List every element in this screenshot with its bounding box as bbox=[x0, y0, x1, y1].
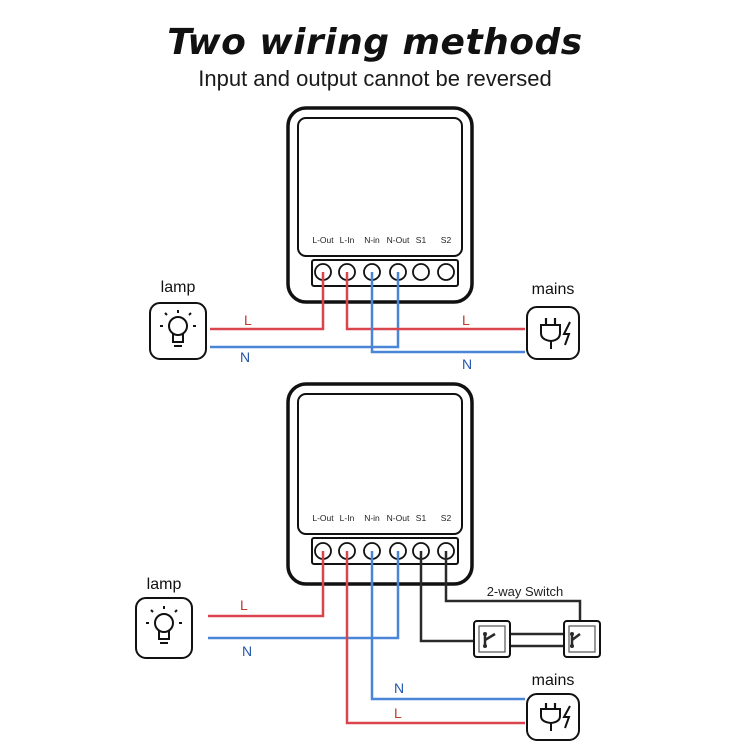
lightbulb-icon bbox=[149, 302, 207, 360]
mains-label: mains bbox=[532, 281, 575, 298]
smart-switch-module-1: L-Out L-In N-in N-Out S1 S2 bbox=[286, 106, 474, 304]
wire-lamp-neutral bbox=[208, 551, 400, 640]
terminal-s1 bbox=[412, 263, 430, 281]
terminal-label-n-in: N-in bbox=[364, 513, 380, 523]
terminal-label-s1: S1 bbox=[416, 513, 427, 523]
lamp-label: lamp bbox=[147, 576, 182, 593]
page-subtitle: Input and output cannot be reversed bbox=[198, 66, 552, 91]
wire-s2-switch bbox=[444, 551, 582, 634]
wire-lamp-neutral bbox=[210, 272, 400, 349]
smart-switch-module-2: L-Out L-In N-in N-Out S1 S2 bbox=[286, 382, 474, 586]
plug-icon bbox=[526, 306, 580, 360]
two-way-switch-label: 2-way Switch bbox=[487, 584, 564, 599]
diagram-2: L-Out L-In N-in N-Out S1 S2 bbox=[135, 382, 601, 741]
two-way-switch-right bbox=[563, 620, 601, 658]
wire-mains-neutral bbox=[370, 551, 525, 701]
label-mains-live: L bbox=[394, 705, 402, 721]
wire-mains-neutral bbox=[370, 272, 525, 354]
terminal-label-n-out: N-Out bbox=[387, 235, 410, 245]
lamp-label: lamp bbox=[161, 279, 196, 296]
terminal-label-s2: S2 bbox=[441, 235, 452, 245]
terminal-label-l-in: L-In bbox=[340, 513, 355, 523]
terminal-s2 bbox=[437, 263, 455, 281]
wire-lamp-live bbox=[210, 272, 325, 331]
plug-icon bbox=[526, 693, 580, 741]
label-mains-neutral: N bbox=[394, 680, 404, 696]
wire-mains-live bbox=[345, 551, 525, 725]
terminal-label-s2: S2 bbox=[441, 513, 452, 523]
terminal-label-n-in: N-in bbox=[364, 235, 380, 245]
label-lamp-live: L bbox=[244, 312, 252, 328]
wire-lamp-live bbox=[208, 551, 325, 618]
terminal-label-l-in: L-In bbox=[340, 235, 355, 245]
two-way-switch-left bbox=[473, 620, 511, 658]
label-lamp-live: L bbox=[240, 597, 248, 613]
terminal-label-s1: S1 bbox=[416, 235, 427, 245]
page-title: Two wiring methods bbox=[167, 22, 583, 63]
mains-label: mains bbox=[532, 672, 575, 689]
label-mains-live: L bbox=[462, 312, 470, 328]
terminal-label-l-out: L-Out bbox=[312, 513, 334, 523]
wire-mains-live bbox=[345, 272, 525, 331]
label-lamp-neutral: N bbox=[240, 349, 250, 365]
lightbulb-icon bbox=[135, 597, 193, 659]
terminal-label-n-out: N-Out bbox=[387, 513, 410, 523]
label-mains-neutral: N bbox=[462, 356, 472, 372]
label-lamp-neutral: N bbox=[242, 643, 252, 659]
terminal-label-l-out: L-Out bbox=[312, 235, 334, 245]
diagram-1: L-Out L-In N-in N-Out S1 S2 L N L N lamp bbox=[149, 106, 580, 372]
